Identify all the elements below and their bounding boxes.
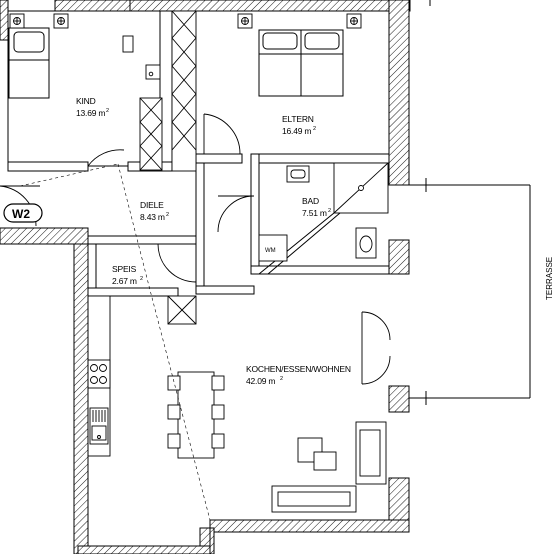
room-area-speis: 2.67 m [112, 276, 137, 286]
room-area-diele: 8.43 m [140, 212, 165, 222]
room-area-kind: 13.69 m [76, 108, 105, 118]
unit-bad: 2 [328, 208, 331, 214]
bad-diagonal-wall [258, 212, 341, 275]
kind-room-outline [7, 0, 160, 162]
label-eltern: ELTERN 16.49 m 2 [282, 114, 316, 136]
toilet [355, 227, 377, 259]
washbasin [286, 165, 310, 183]
living-outline [87, 296, 211, 546]
room-name-bad: BAD [302, 196, 319, 206]
nightstand-kind [9, 13, 69, 29]
kitchen-counter [87, 295, 197, 457]
bed-eltern [258, 29, 344, 97]
exterior-walls [0, 0, 411, 554]
room-name-speis: SPEIS [112, 264, 137, 274]
apartment-tag-text: W2 [12, 207, 30, 221]
washing-machine [258, 234, 288, 262]
wardrobe-kind [139, 97, 163, 171]
room-name-kind: KIND [76, 96, 96, 106]
label-kochen: KOCHEN/ESSEN/WOHNEN 42.09 m 2 [246, 364, 351, 386]
unit-speis: 2 [140, 276, 143, 282]
unit-eltern: 2 [313, 126, 316, 132]
room-name-diele: DIELE [140, 200, 164, 210]
room-name-eltern: ELTERN [282, 114, 314, 124]
room-area-kochen: 42.09 m [246, 376, 275, 386]
room-name-kochen: KOCHEN/ESSEN/WOHNEN [246, 364, 351, 374]
apartment-tag: W2 [3, 203, 43, 223]
label-bad: BAD 7.51 m 2 [302, 196, 331, 218]
nightstand-eltern [237, 13, 362, 29]
room-area-eltern: 16.49 m [282, 126, 311, 136]
desk-kind [122, 35, 161, 80]
section-line [19, 163, 211, 521]
shower [333, 162, 389, 214]
label-kind: KIND 13.69 m 2 [76, 96, 109, 118]
room-area-bad: 7.51 m [302, 208, 327, 218]
label-speis: SPEIS 2.67 m 2 [112, 264, 143, 286]
unit-kind: 2 [106, 108, 109, 114]
washing-machine-label: WM [265, 248, 276, 254]
wardrobe-eltern [171, 10, 197, 172]
unit-diele: 2 [166, 212, 169, 218]
unit-kochen: 2 [280, 376, 283, 382]
sofa-group [271, 421, 387, 513]
terrace-lines [409, 0, 531, 405]
bed-kind [8, 27, 50, 99]
dining-table [167, 371, 225, 459]
label-diele: DIELE 8.43 m 2 [140, 200, 169, 222]
terrace-label: TERRASSE [545, 257, 554, 300]
